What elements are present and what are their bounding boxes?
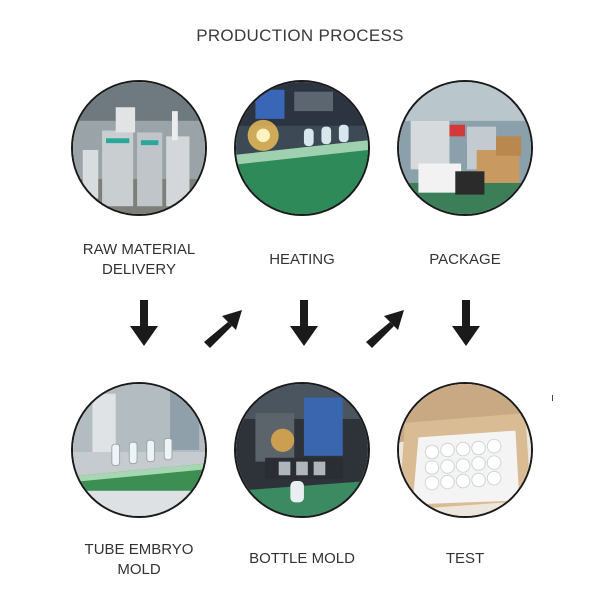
tube-embryo-mold-photo [71, 382, 207, 518]
test-label: TEST [445, 550, 485, 567]
arrow-up-right-icon-1 [204, 310, 242, 348]
divider-mark [552, 395, 553, 401]
package-label: PACKAGE [429, 251, 501, 268]
bottle-mold-photo [234, 382, 370, 518]
raw-material-delivery-label: RAW MATERIAL DELIVERY [82, 241, 196, 278]
arrow-down-icon-3 [452, 300, 480, 346]
page-title: PRODUCTION PROCESS [196, 26, 404, 45]
heating-label: HEATING [269, 251, 335, 268]
test-photo [397, 382, 533, 518]
bottle-mold-label: BOTTLE MOLD [249, 550, 355, 567]
tube-embryo-mold-label: TUBE EMBRYO MOLD [84, 541, 194, 578]
raw-material-delivery-photo [71, 80, 207, 216]
arrow-up-right-icon-2 [366, 310, 404, 348]
package-photo [397, 80, 533, 216]
arrow-down-icon-1 [130, 300, 158, 346]
arrow-down-icon-2 [290, 300, 318, 346]
heating-photo [234, 80, 370, 216]
